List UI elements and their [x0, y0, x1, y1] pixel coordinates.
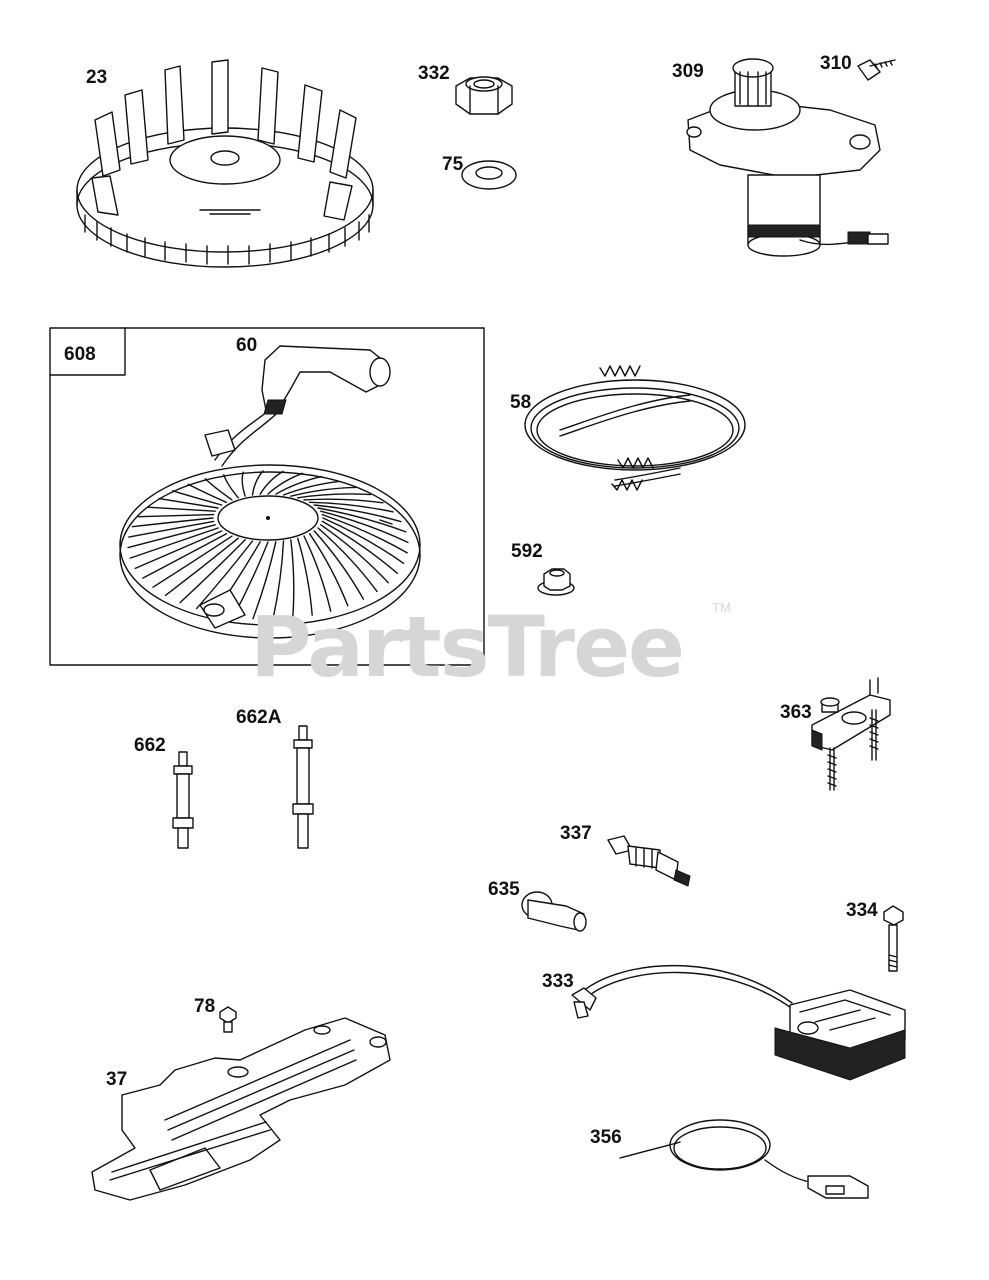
fan-vane: [223, 474, 239, 499]
fan-vane: [290, 486, 357, 497]
fan-vane: [179, 539, 246, 604]
fan-vane: [313, 504, 402, 523]
fan-vane: [303, 535, 332, 612]
fan-vane: [129, 527, 219, 559]
shield-part-37[interactable]: [91, 1017, 391, 1201]
fan-vane: [127, 524, 216, 549]
screw-part-334[interactable]: [883, 905, 904, 972]
fan-vane: [308, 501, 394, 513]
flywheel-part-23[interactable]: [76, 59, 374, 268]
callout-37: 37: [106, 1069, 128, 1090]
bolt-part-78[interactable]: [219, 1006, 237, 1033]
spark-plug-part-337[interactable]: [607, 835, 691, 887]
fan-vane: [321, 513, 408, 554]
callout-337: 337: [560, 823, 592, 844]
wire-part-58[interactable]: [524, 365, 746, 491]
fan-vane: [171, 490, 223, 506]
fan-vane: [322, 517, 405, 564]
callout-309: 309: [672, 61, 704, 82]
callout-23: 23: [86, 67, 108, 88]
fan-vane: [138, 513, 215, 518]
hex-nut-part-332[interactable]: [455, 76, 513, 115]
callout-333: 333: [542, 971, 574, 992]
fan-vane: [320, 510, 409, 544]
callout-356: 356: [590, 1127, 622, 1148]
fan-vane: [267, 472, 304, 495]
fan-vane: [320, 524, 390, 584]
fan-vane: [290, 539, 295, 619]
fan-vane: [297, 537, 313, 616]
fan-vane: [158, 497, 219, 509]
ground-wire-part-356[interactable]: [619, 1119, 869, 1199]
callout-78: 78: [194, 996, 216, 1017]
recoil-starter-part-60[interactable]: [119, 345, 421, 639]
callout-58: 58: [510, 392, 532, 413]
fan-vane: [303, 498, 384, 504]
fan-vane: [146, 506, 216, 512]
callout-363: 363: [780, 702, 812, 723]
callout-334: 334: [846, 900, 878, 921]
watermark-trademark: TM: [712, 600, 731, 615]
watermark: PartsTree: [250, 598, 685, 696]
fan-vane: [308, 533, 349, 607]
fan-vane: [142, 533, 228, 579]
fan-vane: [251, 470, 264, 496]
fan-vane: [259, 470, 284, 495]
fan-vane: [252, 541, 277, 620]
callout-608: 608: [64, 344, 96, 365]
fan-vane: [128, 520, 215, 538]
callout-332: 332: [418, 63, 450, 84]
fan-vane: [275, 475, 323, 495]
ignition-coil-part-333[interactable]: [571, 964, 906, 1081]
fan-vane: [282, 480, 341, 496]
spark-plug-boot-part-635[interactable]: [521, 891, 587, 932]
fan-vane: [195, 540, 254, 610]
fan-vane: [164, 537, 239, 597]
fan-vane: [317, 507, 407, 533]
callout-635: 635: [488, 879, 520, 900]
callout-310: 310: [820, 53, 852, 74]
bracket-part-363[interactable]: [811, 677, 891, 791]
fan-vane: [204, 478, 233, 501]
kit-box-608: [49, 327, 485, 666]
starter-motor-part-309[interactable]: [686, 58, 889, 257]
fan-vane: [131, 517, 214, 528]
callout-75: 75: [442, 154, 464, 175]
stud-part-662[interactable]: [172, 751, 194, 849]
flange-nut-part-592[interactable]: [537, 568, 575, 596]
fan-vane: [321, 520, 398, 574]
fan-vane: [317, 527, 378, 593]
callout-592: 592: [511, 541, 543, 562]
callout-662: 662: [134, 735, 166, 756]
stud-part-662a[interactable]: [292, 725, 314, 849]
fan-vane: [313, 530, 365, 600]
fan-vane: [152, 535, 233, 588]
fan-vane: [134, 530, 223, 570]
fan-vane: [187, 483, 228, 503]
washer-part-75[interactable]: [461, 160, 517, 190]
fan-vane: [241, 471, 246, 497]
fan-vane: [297, 493, 372, 499]
callout-662a: 662A: [236, 707, 282, 728]
bolt-part-310[interactable]: [857, 59, 896, 81]
fan-vane: [272, 540, 285, 620]
callout-60: 60: [236, 335, 258, 356]
